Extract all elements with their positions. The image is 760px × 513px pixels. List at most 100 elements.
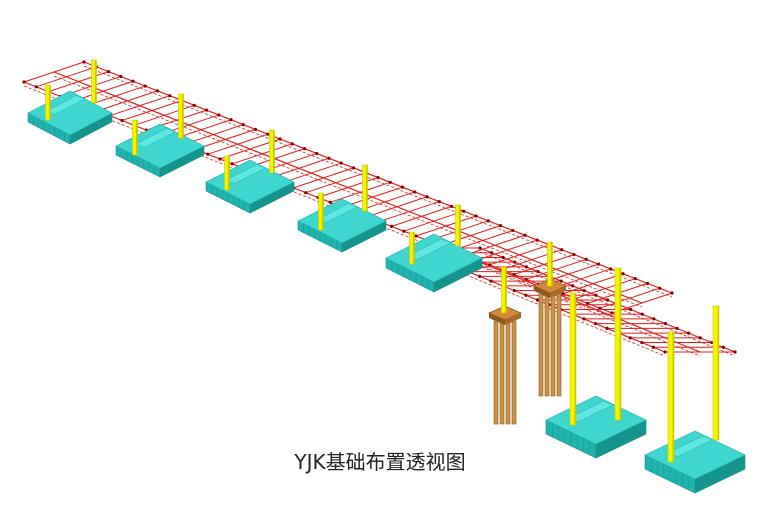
pile-shaft	[538, 293, 544, 397]
pile-shaft	[493, 320, 499, 425]
pile-cap-side	[489, 313, 505, 325]
end-beam-rebar-node	[489, 251, 494, 255]
pile-shaft	[544, 293, 550, 397]
main-beam-rebar-node	[498, 224, 503, 228]
column-shade	[228, 156, 230, 190]
footing-pedestal	[135, 128, 177, 148]
end-beam-rebar-node	[524, 293, 528, 297]
main-beam-longitudinal-bar	[83, 65, 673, 298]
end-beam-rebar-node	[535, 298, 540, 302]
isolated-footing	[115, 123, 205, 178]
columns-group	[45, 59, 720, 463]
column	[269, 129, 275, 174]
main-beam-stirrup	[281, 162, 342, 184]
main-beam-rebar-node	[168, 94, 172, 98]
pile-shaft	[511, 320, 517, 425]
column-shade	[619, 268, 621, 420]
main-beam-rebar-node	[400, 185, 405, 189]
column-shade	[459, 205, 461, 246]
main-beam-rebar-node	[535, 238, 539, 242]
pile-group	[533, 278, 567, 397]
column	[667, 331, 675, 463]
footing-pedestal	[225, 164, 267, 184]
column-shade	[136, 120, 138, 155]
end-beam-rebar-node	[477, 274, 482, 278]
end-beam-rebar-node	[524, 265, 528, 269]
column	[45, 84, 51, 121]
main-beam-stirrup	[342, 186, 403, 208]
end-beam-rebar-node	[513, 260, 517, 264]
main-beam-rebar-node	[561, 292, 565, 296]
main-beam-stirrup	[403, 210, 464, 232]
main-beam-rebar-node	[633, 276, 637, 281]
main-beam-rebar-node	[524, 277, 528, 281]
end-beam-rebar-node	[663, 350, 667, 354]
end-beam-rebar-node	[687, 331, 691, 335]
main-beam-rebar-node	[389, 224, 394, 228]
column	[547, 241, 553, 287]
main-beam-rebar-node	[266, 132, 270, 136]
main-beam-rebar-node	[253, 127, 258, 131]
end-beam-rebar-node	[733, 350, 737, 354]
main-beam-rebar-node	[204, 108, 209, 112]
main-beam-stirrup	[48, 71, 109, 93]
end-beam-rebar-node	[605, 326, 609, 330]
pile-group	[488, 305, 522, 425]
main-beam-stirrup	[489, 244, 550, 266]
end-beam-rebar-node	[512, 288, 516, 293]
main-beam-rebar-node	[82, 60, 86, 64]
main-beam-rebar-node	[229, 118, 233, 122]
main-beam-stirrup	[23, 61, 85, 83]
column	[455, 204, 461, 247]
main-beam-rebar-node	[241, 122, 245, 127]
main-beam-rebar-node	[449, 204, 454, 208]
column-shade	[49, 85, 51, 120]
main-beam-stirrup	[195, 128, 256, 150]
pile-cap-side	[534, 286, 550, 298]
main-beam-stirrup	[317, 177, 379, 198]
main-beam-rebar-node	[572, 252, 576, 257]
main-beam-rebar-node	[327, 156, 331, 160]
end-beam-rebar-node	[582, 288, 586, 293]
end-beam-rebar-node	[605, 298, 610, 302]
footings-group	[27, 90, 746, 494]
main-beam-rebar-node	[596, 262, 601, 266]
main-beam-rebar-node	[413, 190, 417, 194]
diagram-caption: YJK基础布置透视图	[294, 450, 466, 474]
column-shade	[322, 193, 324, 230]
main-beam-stirrup	[366, 196, 428, 218]
end-beam-rebar-node	[698, 336, 702, 340]
main-beam-rebar-node	[402, 229, 406, 233]
column-shade	[366, 165, 368, 211]
main-beam-rebar-node	[437, 199, 441, 204]
column-shade	[574, 293, 576, 425]
beam-rebar-grid	[22, 60, 737, 357]
main-beam-rebar-node	[351, 166, 356, 170]
main-beam-stirrup	[36, 66, 97, 88]
main-beam-stirrup	[330, 181, 391, 203]
main-beam-rebar-node	[304, 191, 308, 195]
main-beam-rebar-node	[388, 180, 392, 184]
main-beam-longitudinal-bar	[23, 85, 613, 318]
main-beam-rebar-node	[658, 286, 662, 290]
column	[318, 192, 324, 231]
main-beam-rebar-node	[290, 142, 294, 146]
main-beam-rebar-node	[131, 79, 135, 83]
main-beam-rebar-node	[339, 161, 343, 165]
end-beam-rebar-node	[652, 317, 656, 321]
main-beam-rebar-node	[22, 80, 26, 84]
column	[132, 119, 138, 156]
pile-cap-side	[505, 313, 521, 325]
main-beam-rebar-node	[119, 74, 123, 79]
main-beam-stirrup	[305, 172, 366, 194]
main-beam-rebar-node	[278, 137, 282, 141]
column-shade	[413, 232, 415, 264]
main-beam-stirrup	[232, 143, 293, 165]
end-beam-rebar-node	[593, 322, 598, 326]
end-beam-rebar-node	[489, 279, 493, 283]
main-beam-stirrup	[391, 205, 452, 227]
main-beam-rebar-node	[486, 219, 490, 223]
main-beam-stirrup	[121, 100, 183, 121]
main-beam-stirrup	[415, 215, 477, 237]
